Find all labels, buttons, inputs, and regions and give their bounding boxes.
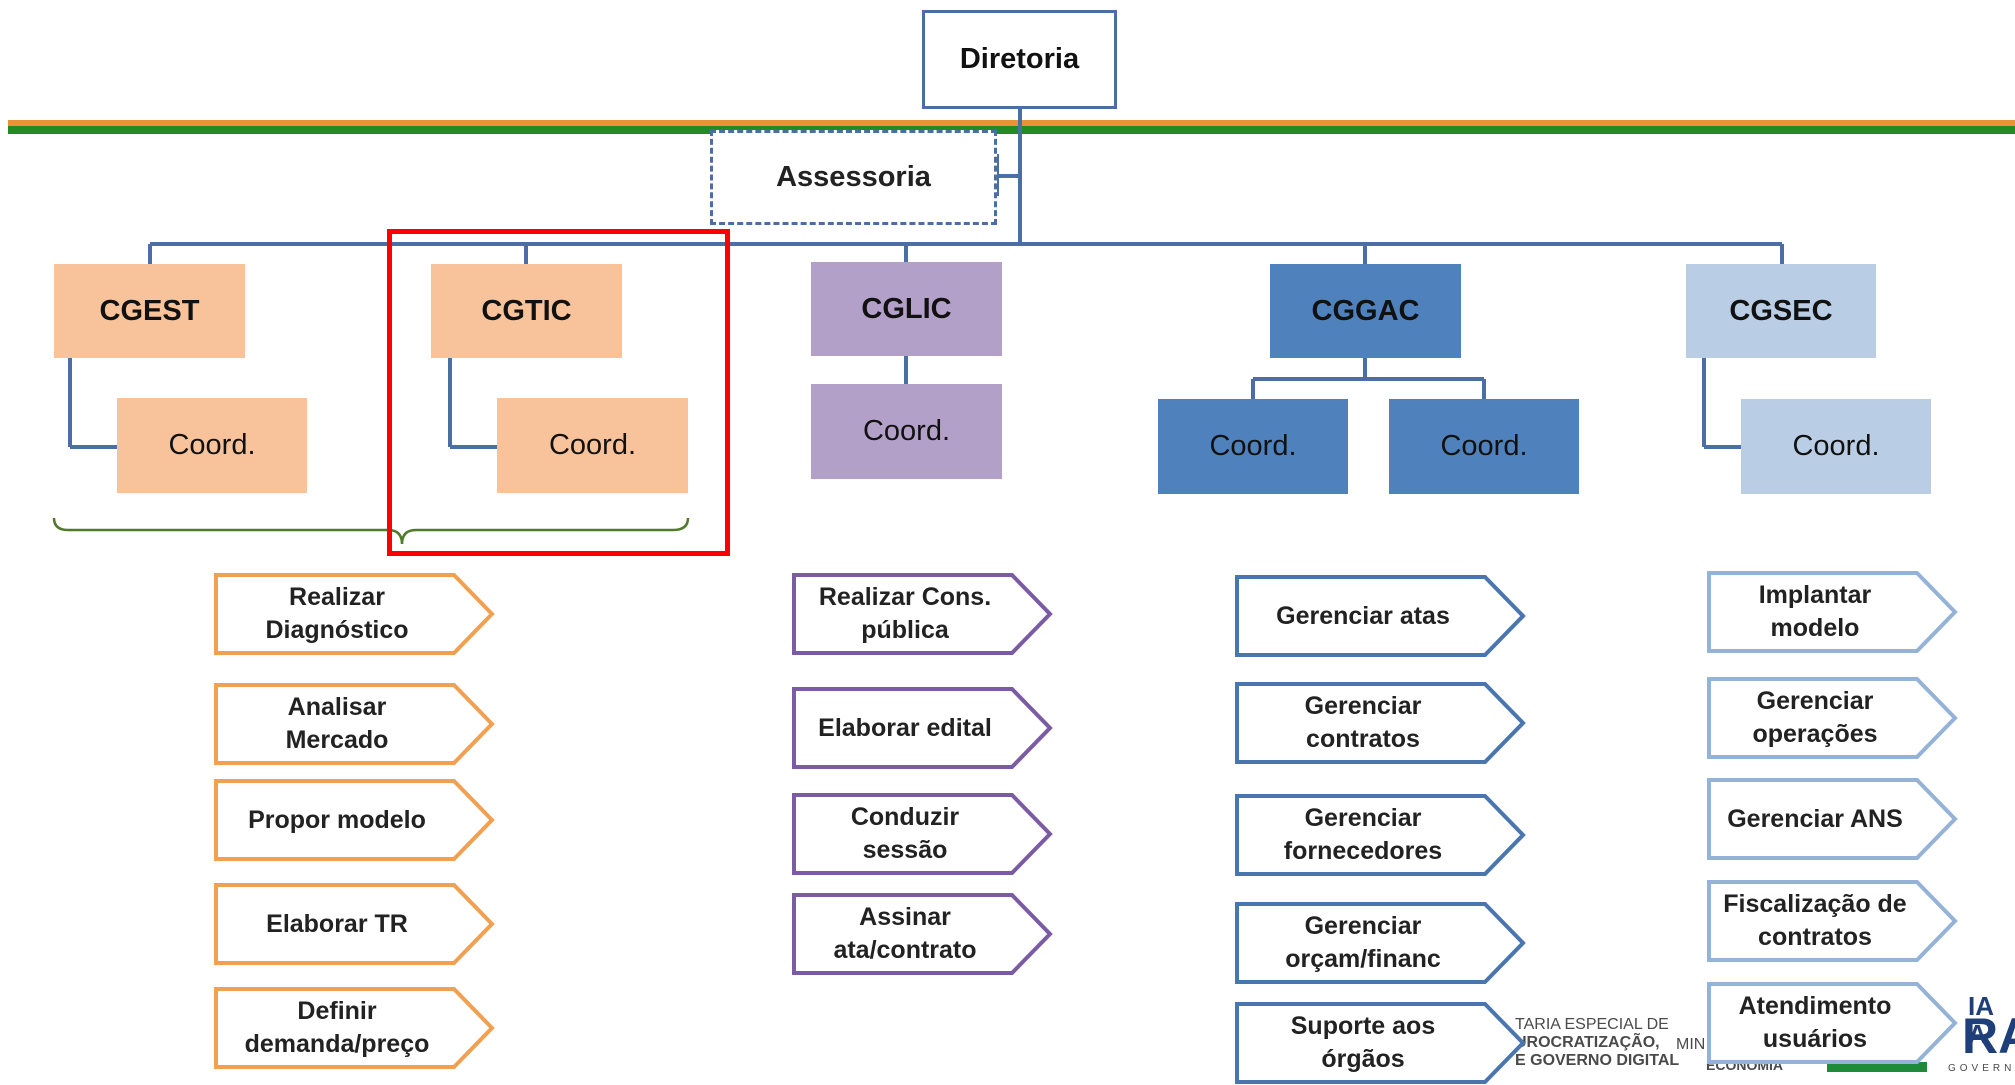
unit-cglic: CGLIC [811, 262, 1002, 356]
footer-secretaria-line1: TARIA ESPECIAL DE [1515, 1016, 1669, 1033]
coord-cgtic: Coord. [497, 398, 688, 493]
activity-label: Fiscalização de contratos [1723, 890, 1907, 951]
activity-servicos-0: Implantar modelo [1707, 571, 1958, 653]
activity-label: Elaborar TR [266, 909, 408, 938]
activity-chevron-shape [1707, 778, 1958, 860]
activity-label: Assinar ata/contrato [833, 903, 977, 964]
coord-cgest: Coord. [117, 398, 307, 493]
activity-chevron-shape [1707, 677, 1958, 759]
activity-estudo-2: Propor modelo [214, 779, 495, 861]
activity-label: Atendimento usuários [1738, 992, 1892, 1053]
activity-label: Propor modelo [248, 805, 426, 834]
unit-cgsec: CGSEC [1686, 264, 1876, 358]
activity-label: Gerenciar orçam/financ [1285, 912, 1441, 973]
coord-cggac-2-label: Coord. [1440, 430, 1528, 462]
activity-chevron-shape [1707, 571, 1958, 653]
coord-cggac-1-label: Coord. [1209, 430, 1297, 462]
activity-chevron-shape [1235, 575, 1526, 657]
diretoria-box: Diretoria [922, 10, 1117, 109]
coord-cglic: Coord. [811, 384, 1002, 479]
activity-gestao-2: Gerenciar fornecedores [1235, 794, 1526, 876]
activity-servicos-2: Gerenciar ANS [1707, 778, 1958, 860]
unit-cggac-label: CGGAC [1311, 294, 1420, 327]
unit-cgest-label: CGEST [99, 294, 200, 327]
activity-chevron-shape [214, 987, 495, 1069]
activity-servicos-4: Atendimento usuários [1707, 982, 1958, 1064]
activity-chevron-shape [1707, 880, 1958, 962]
footer-brand-small: GOVERNO [1948, 1063, 2015, 1074]
footer-green-bar [1827, 1062, 1927, 1072]
unit-cggac: CGGAC [1270, 264, 1461, 358]
activity-label: Implantar modelo [1758, 581, 1872, 642]
unit-cglic-label: CGLIC [861, 292, 952, 325]
activity-chevron-shape [214, 683, 495, 765]
activity-licitacao-0: Realizar Cons. pública [792, 573, 1053, 655]
activity-chevron-shape [1235, 794, 1526, 876]
activity-chevron-shape [792, 687, 1053, 769]
activity-chevron-shape [792, 893, 1053, 975]
footer-secretaria-line3: E GOVERNO DIGITAL [1515, 1052, 1680, 1069]
diretoria-label: Diretoria [959, 43, 1080, 75]
activity-estudo-3: Elaborar TR [214, 883, 495, 965]
activity-label: Suporte aos órgãos [1290, 1012, 1436, 1073]
unit-cgtic-label: CGTIC [481, 294, 572, 327]
coord-cgsec-label: Coord. [1792, 430, 1880, 462]
activity-chevron-shape [792, 793, 1053, 875]
activity-label: Conduzir sessão [850, 803, 960, 864]
coord-cgsec: Coord. [1741, 399, 1931, 494]
activity-estudo-0: Realizar Diagnóstico [214, 573, 495, 655]
activity-chevron-shape [1235, 1002, 1526, 1084]
activity-gestao-3: Gerenciar orçam/financ [1235, 902, 1526, 984]
activity-servicos-3: Fiscalização de contratos [1707, 880, 1958, 962]
activity-label: Analisar Mercado [285, 693, 389, 754]
activity-label: Gerenciar ANS [1727, 804, 1903, 833]
footer-secretaria-line2: UROCRATIZAÇÃO, [1515, 1034, 1660, 1051]
activity-licitacao-2: Conduzir sessão [792, 793, 1053, 875]
activity-label: Gerenciar fornecedores [1283, 804, 1443, 865]
activity-label: Gerenciar operações [1752, 687, 1878, 748]
activity-chevron-shape [1707, 982, 1958, 1064]
activity-label: Gerenciar atas [1276, 601, 1450, 630]
activity-chevron-shape [1235, 682, 1526, 764]
activity-label: Realizar Diagnóstico [265, 583, 409, 644]
coord-cggac-1: Coord. [1158, 399, 1348, 494]
unit-cgest: CGEST [54, 264, 245, 358]
activity-gestao-1: Gerenciar contratos [1235, 682, 1526, 764]
activity-chevron-shape [214, 573, 495, 655]
assessoria-box: Assessoria [710, 130, 997, 225]
activity-label: Elaborar edital [818, 713, 992, 742]
coord-cgtic-label: Coord. [548, 429, 637, 461]
activity-estudo-4: Definir demanda/preço [214, 987, 495, 1069]
activity-gestao-4: Suporte aos órgãos [1235, 1002, 1526, 1084]
activity-licitacao-3: Assinar ata/contrato [792, 893, 1053, 975]
footer-ministry-a: MIN [1676, 1036, 1706, 1053]
activity-chevron-shape [214, 883, 495, 965]
activity-licitacao-1: Elaborar edital [792, 687, 1053, 769]
coord-cggac-2: Coord. [1389, 399, 1579, 494]
activity-label: Gerenciar contratos [1304, 692, 1422, 753]
cgtic-highlight-frame [387, 229, 730, 556]
footer-brand-top: IA A [1968, 991, 1994, 1049]
activity-chevron-shape [792, 573, 1053, 655]
activity-servicos-1: Gerenciar operações [1707, 677, 1958, 759]
activity-label: Definir demanda/preço [244, 997, 430, 1058]
coord-cgest-label: Coord. [168, 429, 256, 461]
activity-gestao-0: Gerenciar atas [1235, 575, 1526, 657]
activity-estudo-1: Analisar Mercado [214, 683, 495, 765]
footer-brand-big: RA [1962, 1008, 2015, 1064]
activity-chevron-shape [214, 779, 495, 861]
assessoria-label: Assessoria [776, 161, 931, 193]
coord-cglic-label: Coord. [862, 415, 951, 447]
activity-label: Realizar Cons. pública [818, 583, 992, 644]
unit-cgsec-label: CGSEC [1729, 294, 1833, 327]
activity-chevron-shape [1235, 902, 1526, 984]
unit-cgtic: CGTIC [431, 264, 622, 358]
